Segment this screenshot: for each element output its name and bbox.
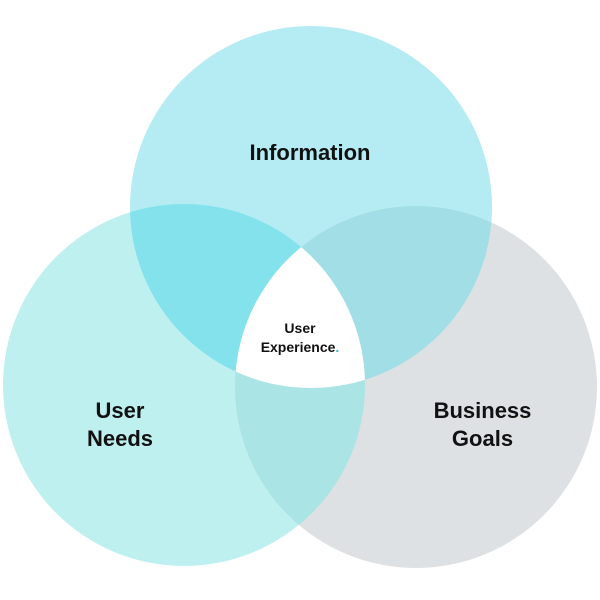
business-goals-label-line1: Business: [433, 398, 532, 423]
user-experience-center: [235, 206, 365, 388]
information-label-text: Information: [249, 140, 371, 165]
user-needs-label-line2: Needs: [86, 425, 154, 451]
user-experience-label: User Experience.: [240, 319, 360, 357]
user-needs-label-line1: User: [95, 398, 145, 423]
business-goals-label-line2: Goals: [451, 425, 514, 451]
user-needs-label: User Needs: [40, 397, 200, 452]
accent-dot: .: [335, 338, 340, 355]
user-experience-label-word: Experience: [260, 338, 336, 355]
user-experience-label-line1: User: [284, 320, 316, 336]
information-label: Information: [160, 139, 460, 167]
user-experience-label-line2: Experience.: [240, 338, 360, 357]
business-goals-label: Business Goals: [400, 397, 565, 452]
